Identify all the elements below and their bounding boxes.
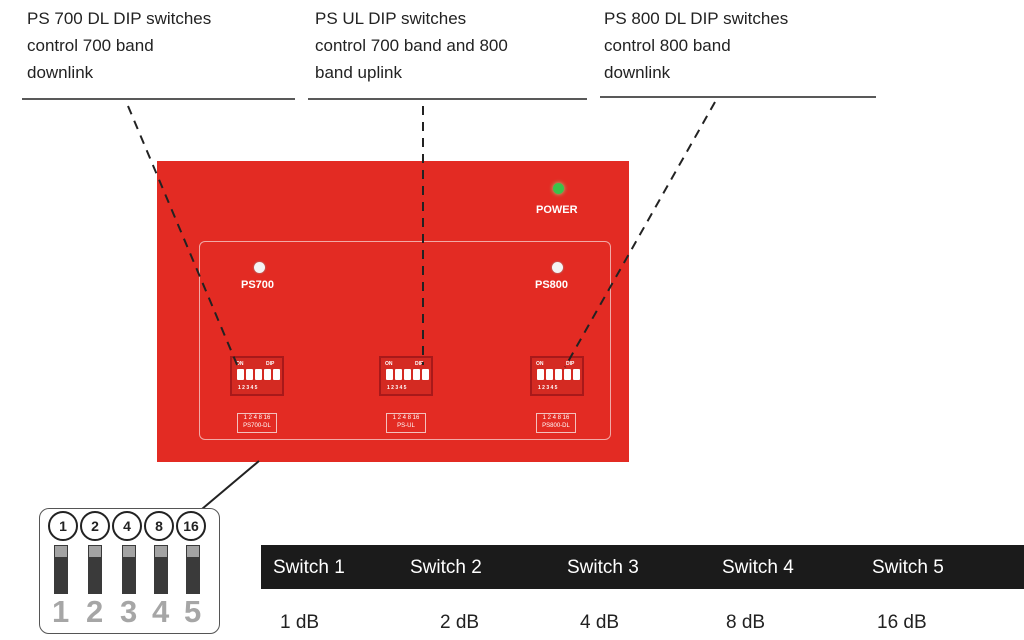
callout-psul-line1: PS UL DIP switches — [315, 9, 467, 28]
dip-tag-ps800: 1 2 4 8 16 PS800-DL — [536, 413, 576, 433]
dip-on-label: ON — [236, 361, 244, 367]
switch-slot[interactable] — [88, 545, 102, 594]
switch-knob — [155, 546, 167, 557]
dip-numbers: 1 2 3 4 5 — [387, 385, 407, 391]
bit-value-circle: 4 — [112, 511, 142, 541]
dip-numbers: 1 2 3 4 5 — [238, 385, 258, 391]
switch-knob — [187, 546, 199, 557]
dip-dip-label: DIP — [566, 361, 575, 367]
callout-ps700: PS 700 DL DIP switches control 700 band … — [27, 5, 211, 86]
switch-slot[interactable] — [122, 545, 136, 594]
callout-ps700-line1: PS 700 DL DIP switches — [27, 9, 212, 28]
dip-tag-values: 1 2 4 8 16 — [392, 415, 420, 421]
table-header-cell: Switch 1 — [273, 557, 345, 578]
dip-switch-ps700[interactable]: ON DIP 1 2 3 4 5 — [230, 356, 284, 396]
dip-keys — [537, 369, 580, 380]
switch-area-border — [199, 241, 611, 440]
callout-ps800-line2: control 800 band — [604, 36, 731, 55]
dip-tag-name: PS700-DL — [243, 423, 271, 429]
ps800-label: PS800 — [535, 279, 569, 291]
table-header-cell: Switch 2 — [410, 557, 482, 578]
dip-on-label: ON — [536, 361, 544, 367]
dip-on-label: ON — [385, 361, 393, 367]
dip-keys — [386, 369, 429, 380]
switch-knob — [89, 546, 101, 557]
leader-ps800 — [564, 101, 716, 368]
switch-knob — [55, 546, 67, 557]
table-header-row: Switch 1 Switch 2 Switch 3 Switch 4 Swit… — [261, 545, 1024, 589]
bit-value-circle: 16 — [176, 511, 206, 541]
table-header-cell: Switch 3 — [567, 557, 639, 578]
table-cell: 2 dB — [440, 612, 480, 633]
ps800-led — [552, 262, 563, 273]
switch-knob — [123, 546, 135, 557]
device-panel: POWER PS700 PS800 ON DIP 1 2 3 4 5 1 2 4… — [157, 161, 629, 462]
dip-keys — [237, 369, 280, 380]
dip-tag-name: PS800-DL — [542, 423, 570, 429]
dip-tag-psul: 1 2 4 8 16 PS-UL — [386, 413, 426, 433]
table-header-cell: Switch 5 — [872, 557, 944, 578]
switch-number: 1 — [52, 594, 70, 629]
dip-tag-ps700: 1 2 4 8 16 PS700-DL — [237, 413, 277, 433]
switch-number: 4 — [152, 594, 170, 629]
callout-ps800: PS 800 DL DIP switches control 800 band … — [604, 5, 788, 86]
callout-ps700-line2: control 700 band — [27, 36, 154, 55]
dip-dip-label: DIP — [415, 361, 424, 367]
power-led — [553, 183, 564, 194]
table-cell: 16 dB — [877, 612, 927, 633]
switch-number: 3 — [120, 594, 138, 629]
bit-value-circle: 8 — [144, 511, 174, 541]
leader-ps700 — [127, 105, 239, 368]
ps700-led — [254, 262, 265, 273]
callout-psul-line3: band uplink — [315, 63, 402, 82]
callout-psul-line2: control 700 band and 800 — [315, 36, 508, 55]
dip-switch-zoom: 1 2 4 8 16 1 2 3 4 5 — [39, 508, 220, 634]
switch-slot[interactable] — [154, 545, 168, 594]
switch-slot[interactable] — [54, 545, 68, 594]
ps700-label: PS700 — [241, 279, 275, 291]
dip-tag-values: 1 2 4 8 16 — [243, 415, 271, 421]
switch-number: 2 — [86, 594, 104, 629]
bit-value-circle: 1 — [48, 511, 78, 541]
bit-value-circles: 1 2 4 8 16 — [48, 511, 206, 541]
table-cell: 8 dB — [726, 612, 766, 633]
dip-tag-values: 1 2 4 8 16 — [542, 415, 570, 421]
switch-number: 5 — [184, 594, 202, 629]
callout-psul: PS UL DIP switches control 700 band and … — [315, 5, 508, 86]
callout-ps800-line1: PS 800 DL DIP switches — [604, 9, 789, 28]
table-header-cell: Switch 4 — [722, 557, 794, 578]
callout-ps700-line3: downlink — [27, 63, 94, 82]
dip-switch-ps800[interactable]: ON DIP 1 2 3 4 5 — [530, 356, 584, 396]
bit-value-circle: 2 — [80, 511, 110, 541]
callout-ps800-line3: downlink — [604, 63, 671, 82]
leader-zoom — [201, 460, 260, 510]
switch-slot[interactable] — [186, 545, 200, 594]
dip-dip-label: DIP — [266, 361, 275, 367]
table-cell: 1 dB — [280, 612, 320, 633]
power-label: POWER — [536, 204, 578, 216]
table-cell: 4 dB — [580, 612, 620, 633]
dip-numbers: 1 2 3 4 5 — [538, 385, 558, 391]
dip-tag-name: PS-UL — [397, 423, 415, 429]
